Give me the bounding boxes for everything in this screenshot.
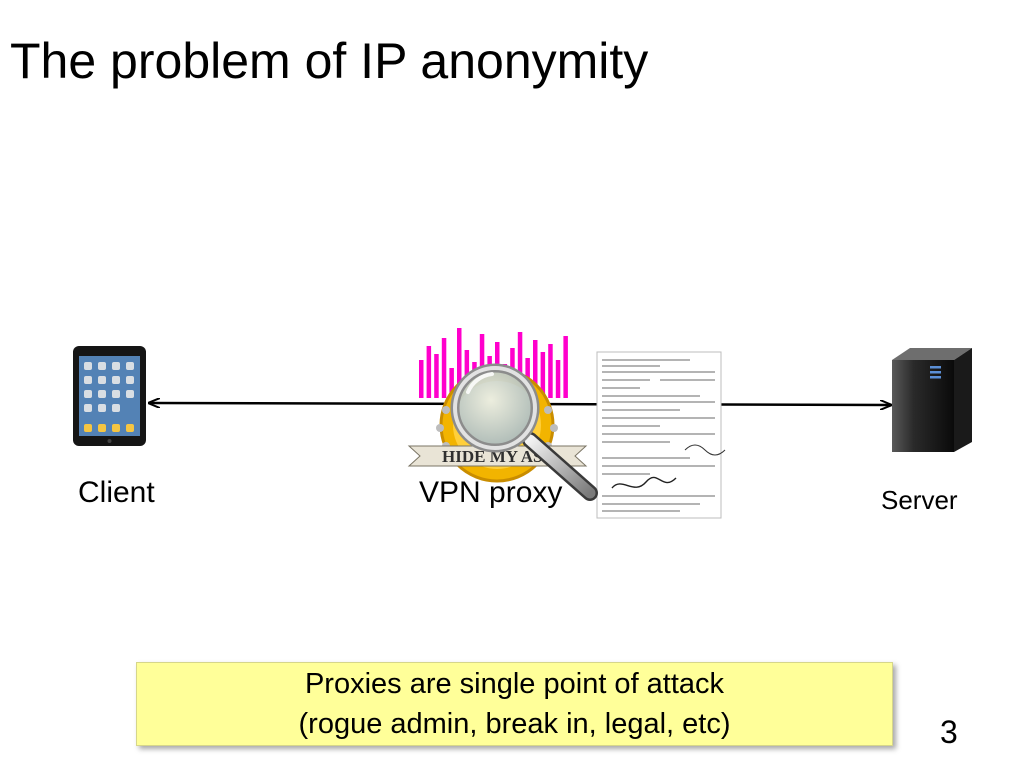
- equalizer-bar: [548, 344, 553, 398]
- server-tower-icon: [892, 348, 972, 452]
- callout-line-1: Proxies are single point of attack: [304, 668, 725, 700]
- slide-title: The problem of IP anonymity: [10, 33, 649, 89]
- callout-box: Proxies are single point of attack (rogu…: [136, 662, 893, 746]
- equalizer-bar: [563, 336, 568, 398]
- magnifying-glass-icon: [450, 363, 598, 501]
- tablet-icon: [73, 346, 146, 446]
- vpn-proxy-label: VPN proxy: [419, 476, 563, 509]
- equalizer-bar: [449, 368, 454, 398]
- legal-document-icon: [596, 351, 726, 519]
- equalizer-bar: [426, 346, 432, 398]
- equalizer-bar: [555, 360, 561, 398]
- equalizer-bar: [533, 340, 538, 398]
- equalizer-bar: [517, 332, 523, 398]
- server-label: Server: [881, 485, 958, 515]
- callout-line-2: (rogue admin, break in, legal, etc): [298, 708, 731, 740]
- equalizer-bar: [540, 352, 546, 398]
- equalizer-bar: [434, 354, 439, 398]
- equalizer-bar: [457, 328, 462, 398]
- equalizer-bar: [441, 338, 447, 398]
- proxy-logo-text: HIDE MY ASS: [442, 447, 552, 466]
- client-label: Client: [78, 476, 155, 509]
- page-number: 3: [940, 714, 958, 750]
- equalizer-bar: [419, 360, 424, 398]
